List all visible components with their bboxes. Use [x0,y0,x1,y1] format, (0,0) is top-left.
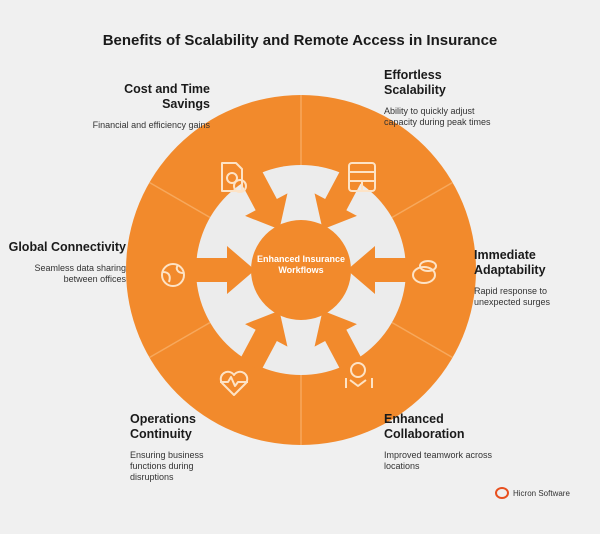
ring-divider [391,321,453,359]
inward-arrow [239,310,288,371]
benefit-desc: Seamless data sharing between offices [34,263,126,284]
benefit-title: Global Connectivity [8,240,126,254]
inward-arrow [314,169,363,230]
page-title: Benefits of Scalability and Remote Acces… [102,32,498,49]
heart-pulse-icon [219,370,249,396]
benefit-title: Operations Continuity [130,412,196,441]
ring-divider [391,181,453,219]
benefit-collaboration: Enhanced Collaboration Improved teamwork… [384,412,494,472]
benefit-desc: Improved teamwork across locations [384,450,493,471]
handshake-globe-icon [345,362,373,388]
benefit-desc: Ensuring business functions during disru… [130,450,204,482]
benefit-adaptability: Immediate Adaptability Rapid response to… [474,248,584,308]
chat-bubbles-icon [412,260,437,284]
benefit-desc: Rapid response to unexpected surges [474,286,551,307]
benefit-scalability: Effortless Scalability Ability to quickl… [384,68,494,128]
layout-icon [348,162,376,192]
inward-arrow [239,169,288,230]
ring-divider [149,321,211,359]
logo-text: Hicron Software [513,488,570,498]
globe-icon [161,263,185,287]
inward-arrow [193,246,255,294]
benefit-title: Enhanced Collaboration [384,412,465,441]
arrows [193,169,409,371]
benefit-title: Effortless Scalability [384,68,446,97]
ring-dividers [149,95,453,445]
benefit-continuity: Operations Continuity Ensuring business … [130,412,230,483]
benefit-desc: Financial and efficiency gains [92,120,210,130]
hicron-logo: Hicron Software [495,487,570,499]
money-time-icon [221,162,247,193]
benefit-title: Immediate Adaptability [474,248,546,277]
logo-ring-icon [495,487,509,499]
inward-arrow [347,246,409,294]
ring-divider [149,181,211,219]
benefit-cost-time: Cost and Time Savings Financial and effi… [80,82,210,131]
inward-arrow [314,310,363,371]
benefit-title: Cost and Time Savings [124,82,210,111]
benefit-desc: Ability to quickly adjust capacity durin… [384,106,491,127]
center-label: Enhanced Insurance Workflows [256,254,346,275]
center-circle [251,220,351,320]
benefit-connectivity: Global Connectivity Seamless data sharin… [0,240,126,285]
